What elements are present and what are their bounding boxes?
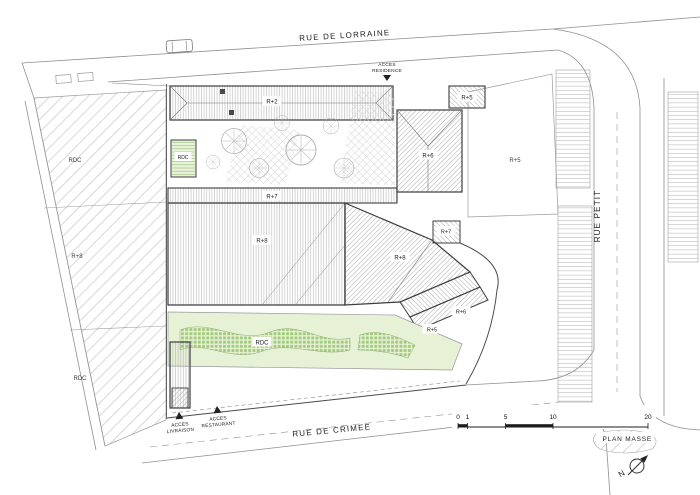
context-labels: RDC R+8 RDC R+5 — [69, 158, 522, 382]
crimee-centerline — [149, 401, 561, 448]
drawing-caption: PLAN MASSE — [596, 432, 654, 443]
label-r5-ne: R+5 — [461, 95, 473, 101]
tree-icon — [285, 134, 317, 166]
label-r7-box: R+7 — [441, 229, 451, 235]
scale-tick-20: 20 — [644, 414, 652, 421]
label-r5-terrace: R+5 — [427, 327, 437, 333]
site-east-curve — [459, 242, 499, 385]
far-east-strip — [667, 91, 699, 263]
petit-east-curb — [552, 28, 700, 431]
corner-link-topleft — [21, 62, 35, 99]
car-icon — [165, 38, 194, 54]
north-arrow: N — [617, 455, 648, 479]
tree-icon — [221, 128, 247, 154]
roof-vent — [229, 110, 234, 115]
tree-icon — [249, 158, 269, 178]
roof-vent — [220, 89, 225, 94]
label-rdc-sw: RDC — [74, 376, 88, 382]
site-south-dashed — [171, 380, 461, 414]
west-parcel-division-2 — [69, 325, 167, 331]
west-diagonal-street-2 — [24, 100, 97, 451]
access-restaurant-line1: ACCES — [209, 415, 227, 423]
label-r8-w: R+8 — [71, 254, 83, 260]
label-r2: R+2 — [266, 99, 278, 105]
courtyard — [205, 90, 395, 186]
tree-icon — [333, 157, 355, 179]
access-residence-line2: RESIDENCE — [372, 68, 402, 74]
access-livraison-line1: ACCES — [171, 421, 189, 429]
lorraine-south-curb — [107, 49, 559, 83]
access-residence-line1: ACCES — [378, 62, 396, 68]
scale-tick-10: 10 — [549, 414, 557, 421]
access-restaurant-arrow-icon — [213, 406, 222, 414]
north-label: N — [617, 468, 627, 479]
label-rdc-nw: RDC — [69, 158, 83, 164]
label-rdc-pavilion: RDC — [178, 155, 189, 161]
courtyard-path-1 — [225, 125, 300, 185]
label-rdc-garden: RDC — [256, 340, 270, 346]
corner-curb-petit-west — [465, 49, 595, 386]
building-tower-sw — [169, 341, 191, 409]
context-parcels — [33, 69, 699, 447]
hedge-band-2 — [357, 332, 416, 359]
label-r6-terrace: R+6 — [456, 309, 466, 315]
caption-plan-masse: PLAN MASSE — [602, 436, 652, 443]
site-north-edge — [111, 82, 171, 87]
parking-strip-south — [557, 205, 593, 403]
access-livraison-arrow-icon — [175, 412, 184, 420]
west-parcel-division-1 — [43, 201, 167, 209]
courtyard-path-2 — [340, 90, 395, 186]
scale-bar: 0 1 5 10 20 — [452, 405, 656, 429]
access-residence-arrow-icon — [383, 75, 391, 81]
scale-tick-1: 1 — [466, 414, 470, 421]
label-r7-bar: R+7 — [266, 194, 278, 200]
scale-tick-0: 0 — [456, 414, 460, 421]
building-r8-main — [167, 202, 346, 306]
label-r6-e: R+6 — [422, 153, 434, 159]
tree-icon — [205, 154, 221, 170]
garden-rdc — [167, 311, 463, 371]
site-buildings — [111, 82, 499, 419]
access-livraison-marker: ACCES LIVRAISON — [167, 412, 195, 435]
tree-icon — [322, 117, 340, 135]
scale-tick-5: 5 — [504, 414, 508, 421]
access-restaurant-marker: ACCES RESTAURANT — [201, 406, 236, 429]
access-livraison-line2: LIVRAISON — [167, 427, 195, 435]
access-restaurant-line2: RESTAURANT — [201, 420, 236, 429]
label-r5-e: R+5 — [509, 158, 521, 164]
north-compass-icon — [629, 458, 645, 474]
parking-strip-north — [555, 69, 591, 189]
label-r8-wing: R+8 — [394, 255, 406, 261]
access-residence-marker: ACCES RESIDENCE — [372, 62, 402, 81]
label-r8-main: R+8 — [256, 238, 268, 244]
west-parcels-block — [33, 89, 167, 447]
tree-icon — [274, 115, 290, 131]
parked-car-nw-1 — [55, 74, 72, 84]
parked-car-nw-2 — [77, 72, 94, 82]
north-arrowhead-icon — [640, 455, 648, 463]
building-labels: R+2 R+5 R+6 RDC R+7 R+8 R+8 R+7 R+6 R+5 … — [174, 92, 477, 347]
street-label-petit: RUE PETIT — [593, 190, 602, 243]
building-r7-bar — [167, 187, 398, 204]
